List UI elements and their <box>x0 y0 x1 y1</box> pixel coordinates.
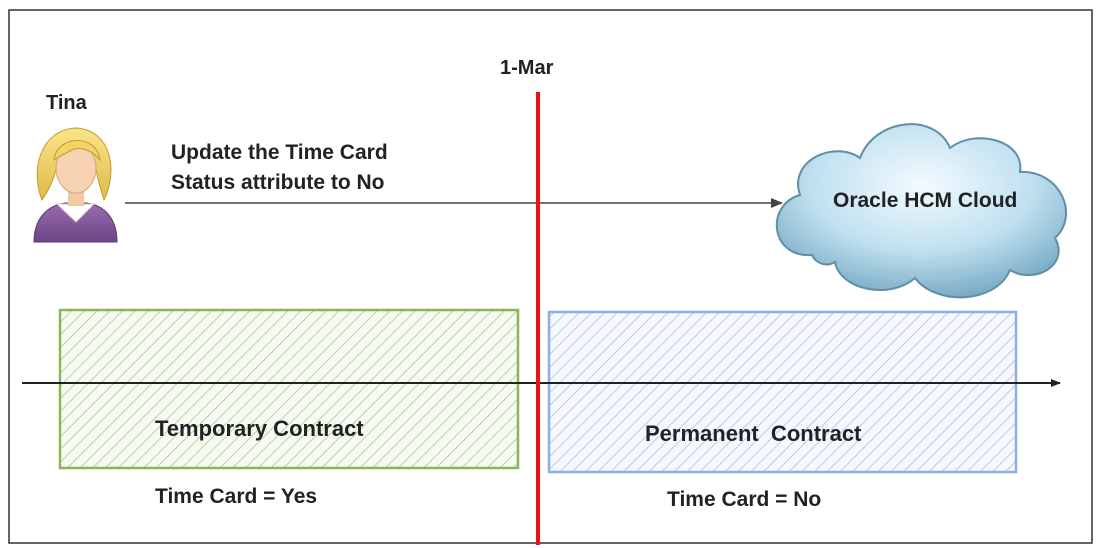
temporary-contract-label: Temporary Contract <box>155 416 364 441</box>
date-marker-label: 1-Mar <box>500 57 554 79</box>
person-name-label: Tina <box>46 92 87 114</box>
permanent-contract-label: Permanent Contract <box>645 421 862 446</box>
temporary-time-card-status: Time Card = Yes <box>155 485 318 508</box>
permanent-contract-box <box>547 310 1018 474</box>
permanent-time-card-status: Time Card = No <box>667 488 822 511</box>
temporary-contract-box <box>58 308 520 470</box>
person-icon <box>33 127 118 243</box>
cloud-label: Oracle HCM Cloud <box>833 189 1018 212</box>
cloud-icon <box>775 123 1067 299</box>
action-text-line2: Status attribute to No <box>171 171 385 194</box>
action-text-line1: Update the Time Card <box>171 141 388 164</box>
